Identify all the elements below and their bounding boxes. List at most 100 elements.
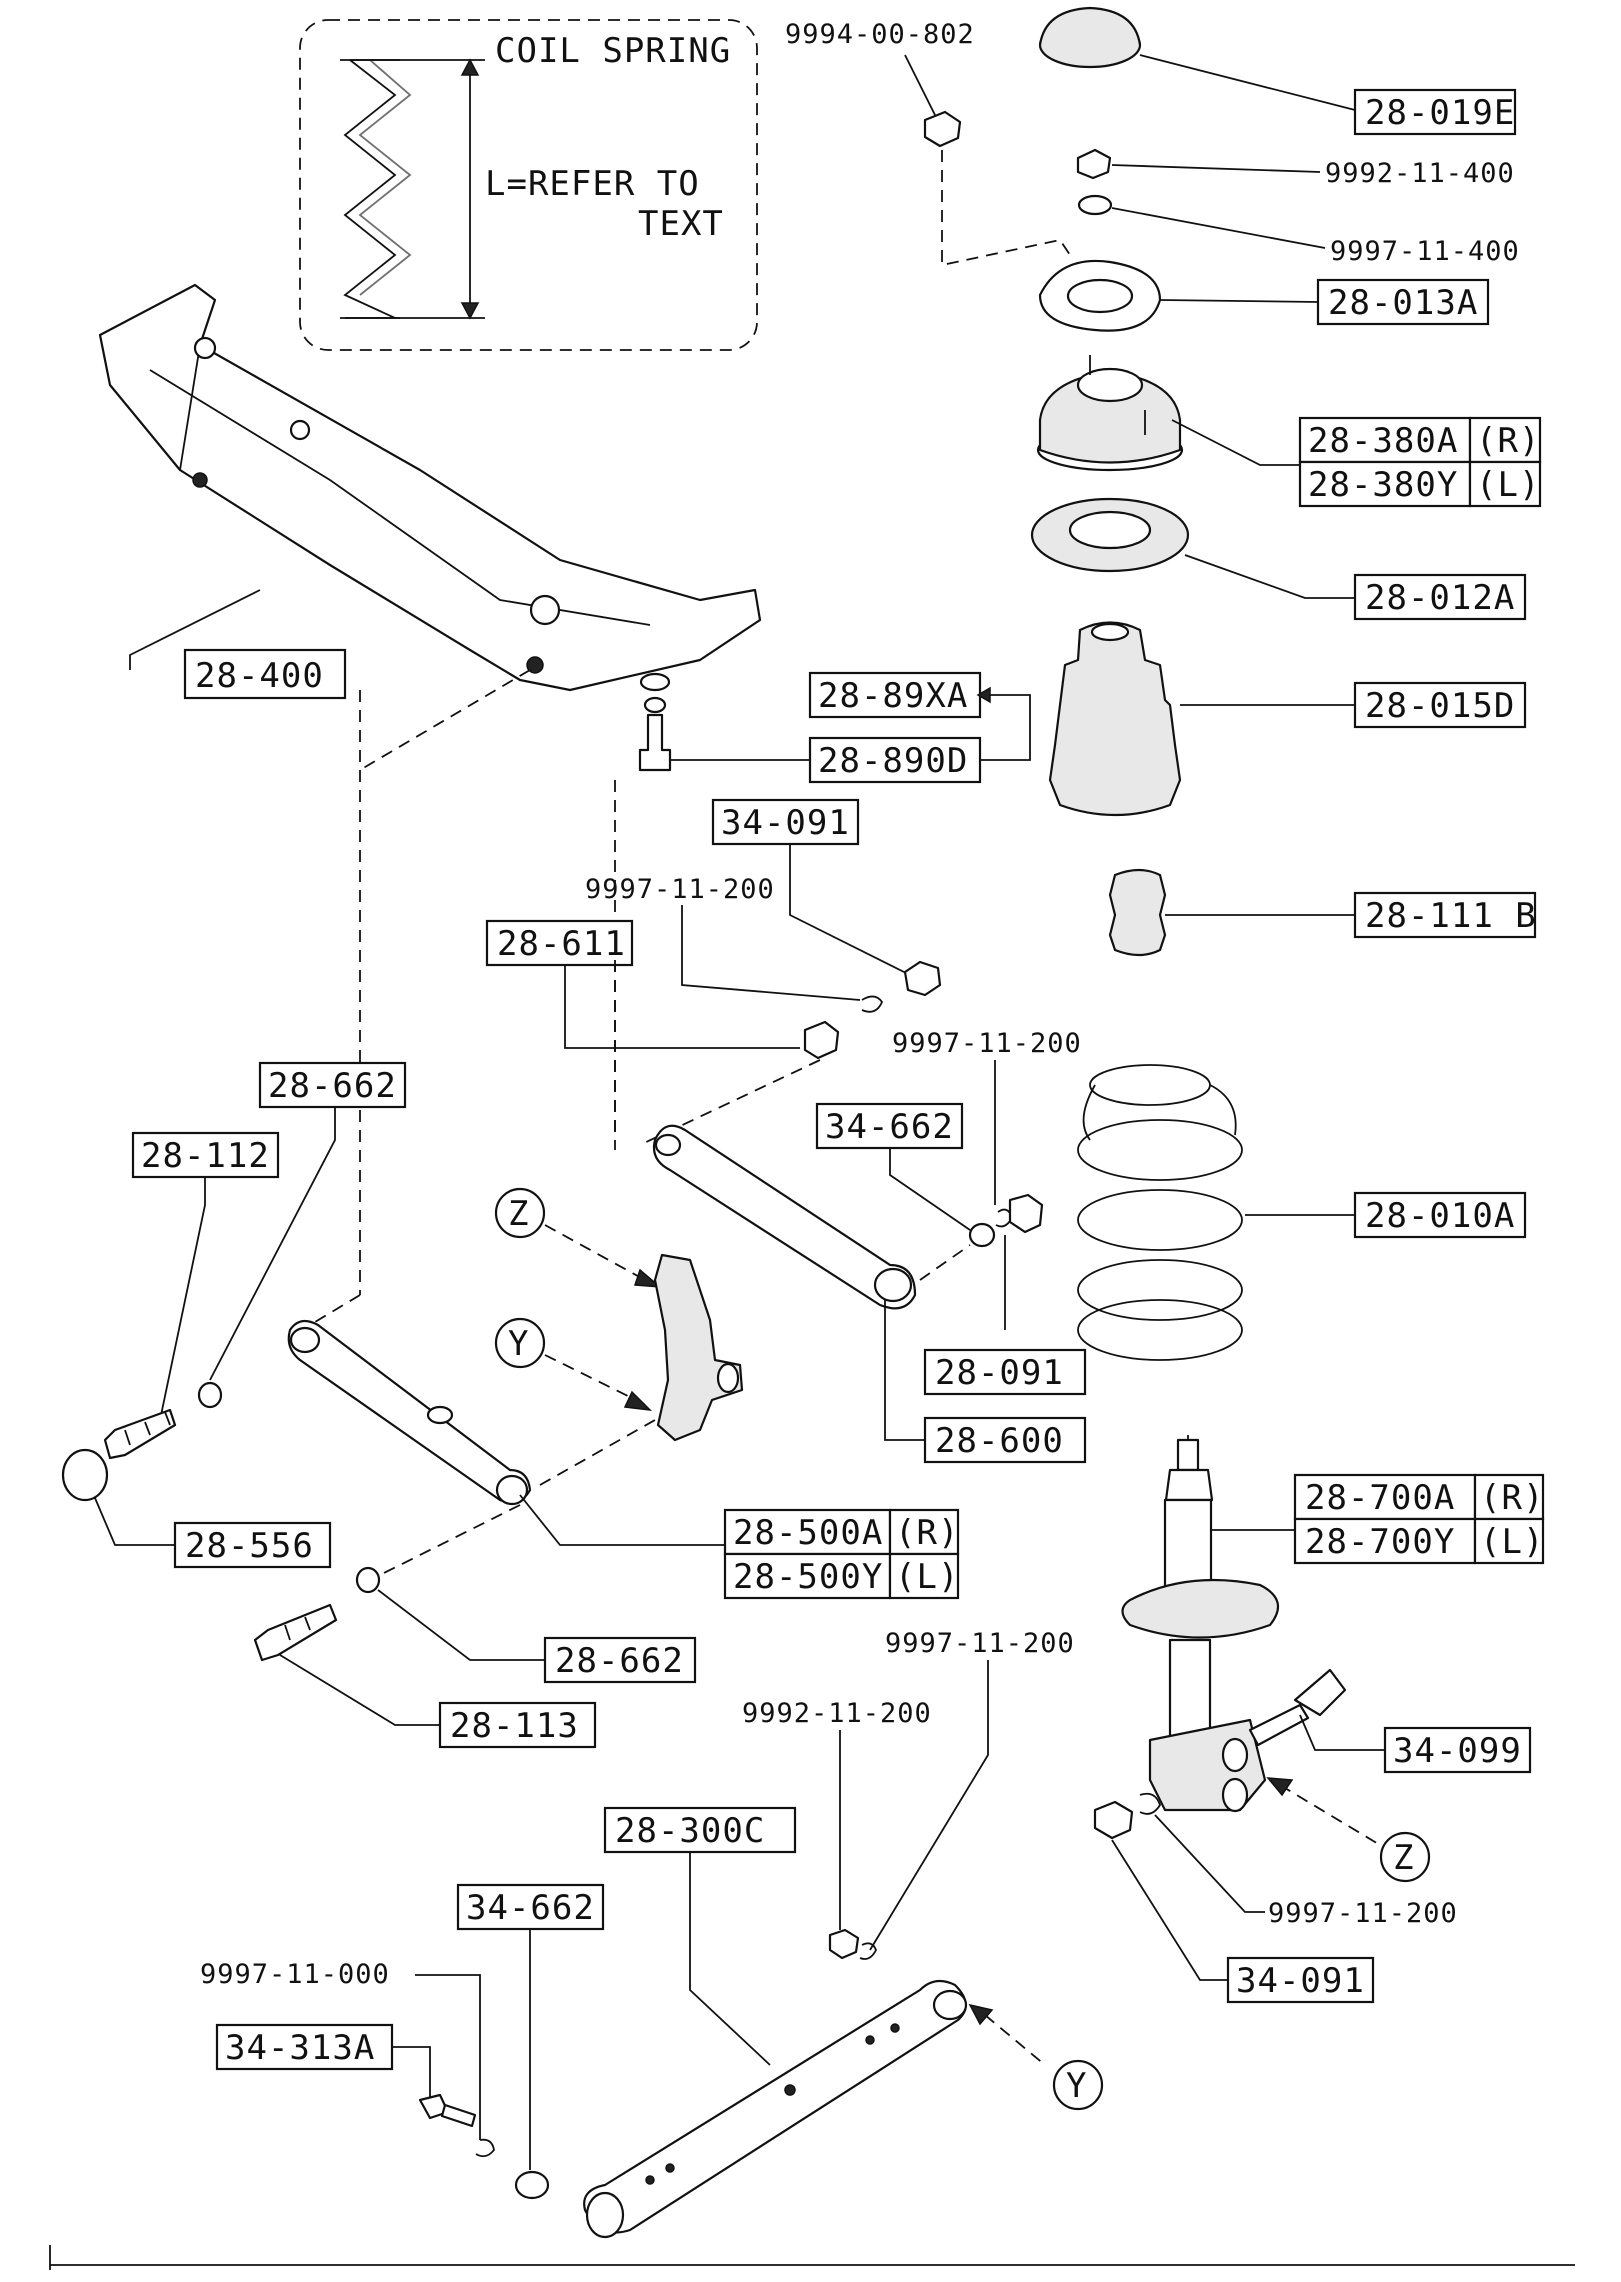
washer-9997-11-200-d [1139, 1792, 1161, 1815]
label-box-34-091-a [711, 798, 860, 846]
bolt-34-099-shank [1248, 1703, 1310, 1747]
leader-9997-11-200-c [869, 1660, 989, 1951]
strut-mount-top [1076, 367, 1144, 403]
label-28-380y-side: (L) [1476, 465, 1540, 505]
strut-plate-hole [1066, 278, 1134, 314]
crossmember: 28-400 [98, 283, 762, 700]
label-28-380a: 28-380A [1308, 421, 1458, 461]
label-9992-11-200: 9992-11-200 [742, 1698, 932, 1729]
leader-28-500 [519, 1494, 725, 1546]
label-28-662-a: 28-662 [268, 1066, 397, 1106]
knuckle-group: Z Y [494, 1187, 744, 1442]
label-box-28-380a [1298, 416, 1472, 464]
label-box-28-380a-side [1468, 416, 1542, 464]
label-28-010a: 28-010A [1365, 1196, 1515, 1236]
label-9997-11-000: 9997-11-000 [200, 1959, 390, 1990]
label-28-700y-side: (L) [1480, 1522, 1544, 1562]
trailing-link-group: 34-091 9997-11-200 28-611 9997-11-200 34… [485, 798, 1087, 1464]
label-34-662-b: 34-662 [466, 1888, 595, 1928]
coil-spring-inset: COIL SPRING L=REFER TO TEXT [299, 19, 758, 351]
nut-9992-11-200 [828, 1928, 860, 1960]
label-28-662-b: 28-662 [555, 1641, 684, 1681]
label-34-091-a: 34-091 [721, 803, 850, 843]
leader-28-300c [689, 1852, 771, 2066]
label-box-34-091-b [1226, 1956, 1375, 2004]
leader-28-662-b [377, 1589, 545, 1661]
washer-9997-11-200-a [861, 995, 884, 1013]
washer-34-662-a [968, 1222, 996, 1248]
lower-arm-bushing-2 [495, 1474, 529, 1506]
dashed-lower-arm-knuckle [539, 1419, 656, 1486]
spacer-28-89xa [643, 696, 667, 714]
label-box-28-380y-side [1468, 460, 1542, 508]
label-box-28-019e [1353, 88, 1517, 136]
leader-9997-11-200-a [681, 905, 861, 1001]
strut-mount-column: 9994-00-802 28-019E 9992-11-400 9997-11-… [785, 6, 1542, 1361]
knuckle [653, 1253, 744, 1442]
trailing-arm-hole-2 [890, 2023, 900, 2033]
label-28-015d: 28-015D [1365, 686, 1515, 726]
leader-34-091-a [789, 844, 911, 976]
bolt-28-890d [638, 713, 672, 772]
bump-boot [1048, 621, 1182, 817]
washer-34-662-b [514, 2170, 550, 2200]
label-9997-11-200-d: 9997-11-200 [1268, 1898, 1458, 1929]
label-28-091: 28-091 [935, 1353, 1064, 1393]
label-9997-11-200-a: 9997-11-200 [585, 874, 775, 905]
label-28-019e: 28-019E [1365, 93, 1515, 133]
label-box-28-700y-side [1473, 1517, 1545, 1565]
leader-34-091-b [1111, 1839, 1228, 1981]
label-34-099: 34-099 [1393, 1731, 1522, 1771]
lower-arm-group: 28-662 28-112 28-556 28-500A (R) 28-500Y… [61, 669, 960, 1749]
label-box-28-111b [1353, 891, 1537, 939]
label-box-28-662-a [258, 1061, 407, 1109]
label-28-300c: 28-300C [615, 1811, 765, 1851]
strut-rod [1176, 1438, 1200, 1472]
label-9997-11-400: 9997-11-400 [1330, 236, 1520, 267]
label-28-611: 28-611 [497, 924, 626, 964]
leader-9997-11-400 [1111, 207, 1326, 249]
label-9994-00-802: 9994-00-802 [785, 19, 975, 50]
inset-title: COIL SPRING [495, 31, 731, 71]
lateral-link-bushing-1 [654, 1133, 682, 1157]
coil-turn-5 [1077, 1299, 1243, 1361]
inset-arrowheads [460, 58, 480, 320]
label-box-28-012a [1353, 573, 1527, 621]
label-28-012a: 28-012A [1365, 578, 1515, 618]
label-28-700a-side: (R) [1480, 1478, 1544, 1518]
coil-spring: 28-010A [1077, 1064, 1527, 1361]
coil-connect [1082, 1084, 1237, 1141]
inset-note-line2: TEXT [638, 204, 724, 244]
label-box-28-380y [1298, 460, 1472, 508]
leader-34-313a [392, 2046, 431, 2100]
nut-9994-00-802 [923, 110, 962, 148]
label-34-091-b: 34-091 [1236, 1961, 1365, 2001]
leader-28-019e [1139, 54, 1356, 111]
view-y-circle-2 [1052, 2059, 1104, 2111]
leader-28-611 [564, 965, 800, 1049]
label-box-28-700a [1293, 1473, 1477, 1521]
bolt-28-113-thread [284, 1616, 311, 1641]
crossmember-edge [179, 344, 201, 471]
trailing-arm-28-300c [583, 1979, 967, 2234]
leader-9994-00-802 [904, 54, 936, 116]
label-9997-11-200-c: 9997-11-200 [885, 1628, 1075, 1659]
crossmember-stud-2 [192, 472, 208, 488]
crossmember-hole-2 [289, 419, 311, 441]
arrow-z [633, 1268, 663, 1288]
dashed-9994-00-802 [941, 150, 1071, 267]
lateral-link-bushing-2 [873, 1267, 913, 1303]
washer-9997-11-200-c [859, 1942, 877, 1960]
label-9997-11-200-b: 9997-11-200 [892, 1028, 1082, 1059]
label-34-662-a: 34-662 [825, 1107, 954, 1147]
leader-28-112 [159, 1177, 206, 1421]
label-box-28-013a [1316, 278, 1490, 326]
crossmember-stud [526, 656, 544, 674]
trailing-arm-hole-3 [645, 2175, 655, 2185]
label-28-500a-side: (R) [895, 1513, 959, 1553]
trailing-arm-bushing-rear [585, 2191, 625, 2239]
arrow-28-89xa [976, 686, 991, 704]
dashed-trailing-y [984, 2014, 1046, 2066]
view-y-label-2: Y [1066, 2066, 1087, 2106]
